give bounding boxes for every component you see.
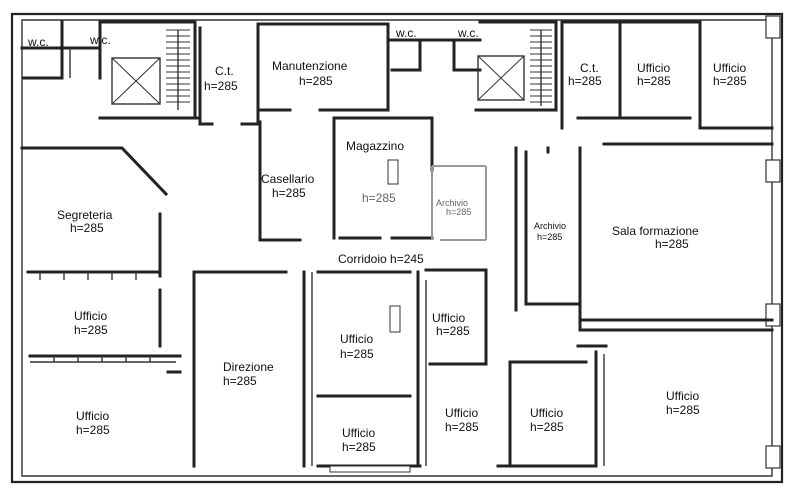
ufficio-center-mid-name: Ufficio [340,332,373,346]
magazzino-height: h=285 [362,191,396,205]
ufficio-left-bottom-height: h=285 [76,423,110,437]
ufficio-top-2-name: Ufficio [713,61,746,75]
ufficio-bottom-4-name: Ufficio [530,406,563,420]
casellario-name: Casellario [261,172,315,186]
archivio-1-name: Archivio [436,198,468,208]
ufficio-right-bottom-height: h=285 [666,403,700,417]
wc-label-3: w.c. [395,26,417,40]
casellario-height: h=285 [272,186,306,200]
manutenzione-name: Manutenzione [272,59,348,73]
core-walls [258,116,487,242]
sala-formazione-name: Sala formazione [612,224,699,238]
ct-left-height: h=285 [204,79,238,93]
ufficio-bottom-4-height: h=285 [530,420,564,434]
ufficio-top-2-height: h=285 [713,74,747,88]
segreteria-height: h=285 [70,221,104,235]
ufficio-small-height: h=285 [436,324,470,338]
wc-label-2: w.c. [89,33,111,47]
archivio-2-height: h=285 [537,232,562,242]
left-wing-walls [20,146,182,374]
outer-walls [10,12,784,484]
ufficio-center-mid-height: h=285 [340,347,374,361]
manutenzione-height: h=285 [299,74,333,88]
direzione-height: h=285 [223,374,257,388]
wc-label-1: w.c. [27,35,49,49]
direzione-name: Direzione [223,360,274,374]
ufficio-center-bottom-name: Ufficio [342,426,375,440]
ufficio-top-1-height: h=285 [637,74,671,88]
left-stair-lift [111,29,190,110]
wc-label-4: w.c. [457,26,479,40]
ufficio-bottom-3-name: Ufficio [445,406,478,420]
ct-left-name: C.t. [215,64,234,78]
ufficio-left-mid-height: h=285 [74,323,108,337]
ufficio-small-name: Ufficio [432,311,465,325]
sala-formazione-height: h=285 [655,237,689,251]
magazzino-name: Magazzino [346,139,404,153]
ct-right-height: h=285 [568,74,602,88]
right-stair-lift [477,29,552,106]
corridoio-label: Corridoio h=245 [338,252,424,266]
right-wing-walls [496,146,774,468]
ufficio-left-bottom-name: Ufficio [76,409,109,423]
ct-right-name: C.t. [580,61,599,75]
segreteria-name: Segreteria [57,208,113,222]
archivio-1-height: h=285 [446,207,471,217]
ufficio-top-1-name: Ufficio [637,61,670,75]
ufficio-right-bottom-name: Ufficio [666,389,699,403]
center-walls [192,268,488,473]
ufficio-left-mid-name: Ufficio [74,309,107,323]
ufficio-bottom-3-height: h=285 [445,420,479,434]
room-labels: w.c. w.c. w.c. w.c. C.t. h=285 Manutenzi… [27,26,747,454]
ufficio-center-bottom-height: h=285 [342,440,376,454]
archivio-2-name: Archivio [534,221,566,231]
top-walls [20,20,774,146]
